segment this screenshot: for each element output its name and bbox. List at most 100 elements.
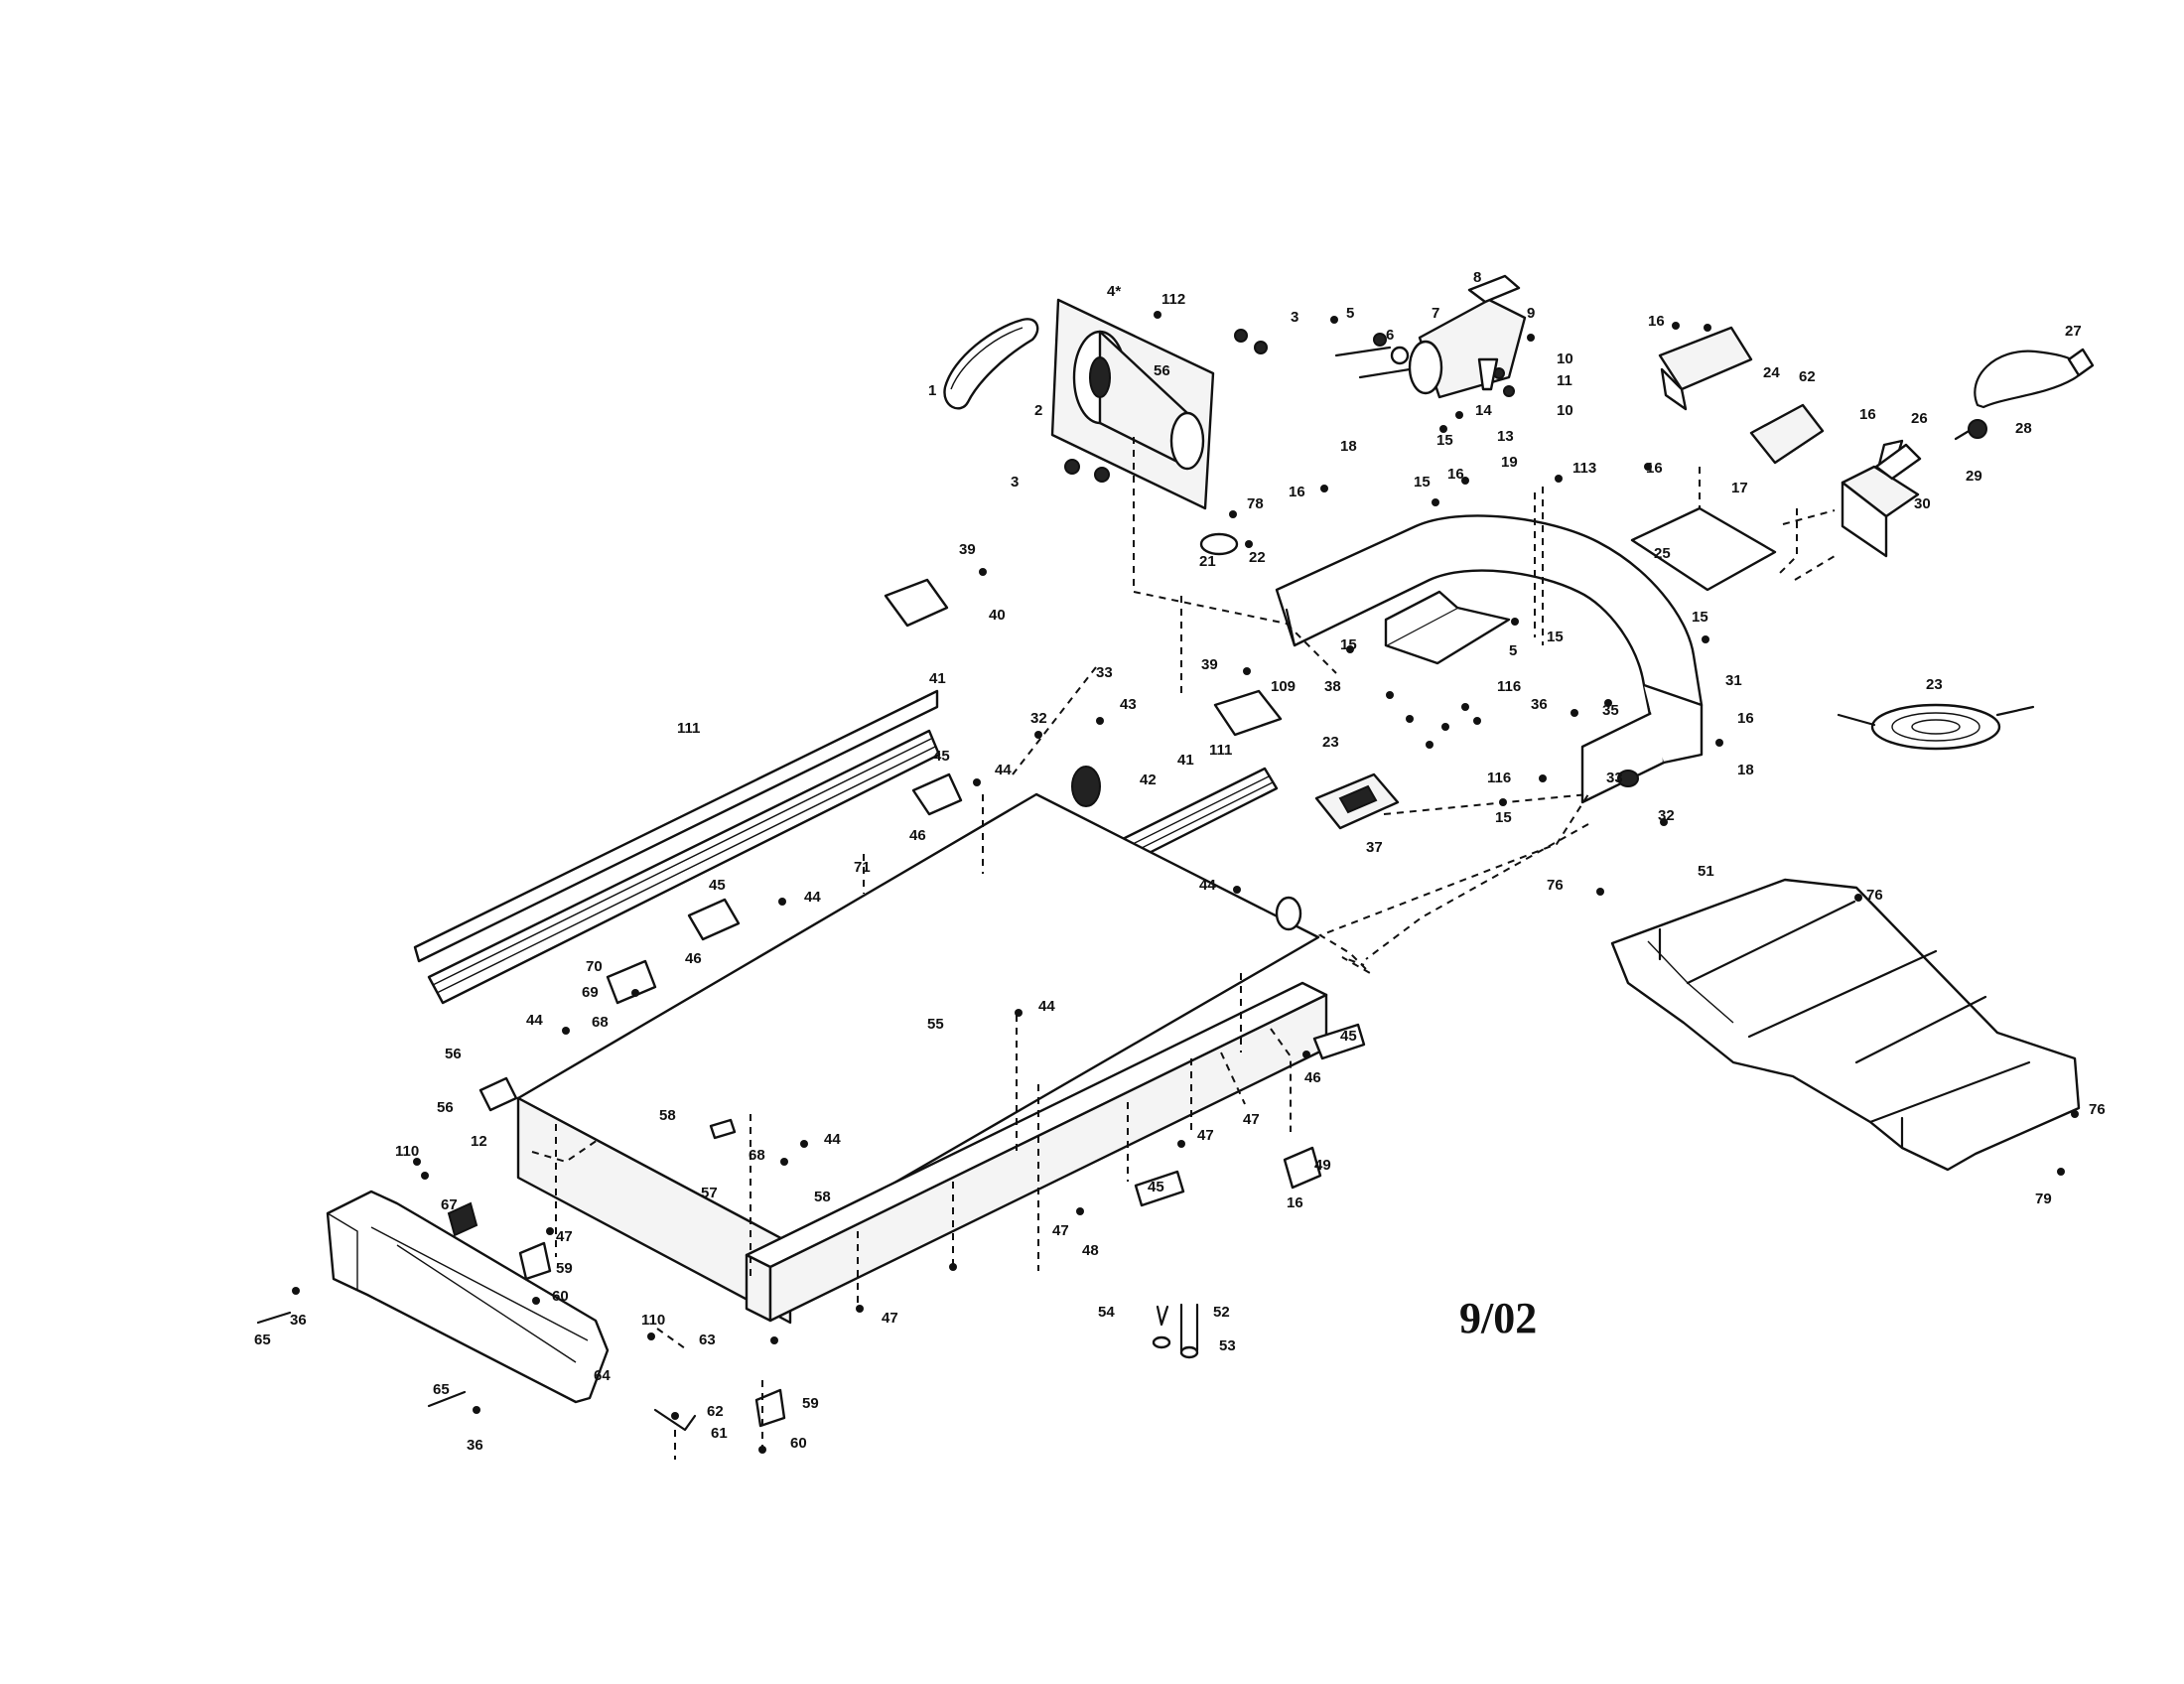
- callout-label: 47: [882, 1310, 898, 1327]
- callout-label: 44: [1038, 998, 1055, 1015]
- callout-35: 35: [1602, 702, 1619, 719]
- callout-16: 16: [1447, 466, 1464, 483]
- callout-label: 23: [1322, 734, 1339, 751]
- callout-40: 40: [989, 607, 1006, 624]
- callout-label: 76: [2089, 1101, 2106, 1118]
- callout-76: 76: [1866, 887, 1883, 904]
- callout-51: 51: [1698, 863, 1714, 880]
- callout-label: 18: [1340, 438, 1357, 455]
- callout-12: 12: [471, 1133, 487, 1150]
- callout-label: 19: [1501, 454, 1518, 471]
- callout-label: 26: [1911, 410, 1928, 427]
- callout-label: 110: [395, 1143, 419, 1160]
- callout-1: 1: [928, 382, 936, 399]
- callout-116: 116: [1487, 770, 1511, 786]
- callout-label: 35: [1602, 702, 1619, 719]
- callout-36: 36: [290, 1312, 307, 1329]
- callout-label: 116: [1497, 678, 1521, 695]
- callout-label: 56: [437, 1099, 454, 1116]
- callout-label: 18: [1737, 762, 1754, 778]
- callout-60: 60: [552, 1288, 569, 1305]
- callout-71: 71: [854, 859, 871, 876]
- callout-5: 5: [1509, 642, 1517, 659]
- callout-label: 15: [1436, 432, 1453, 449]
- power-cord: [1954, 348, 2095, 441]
- callout-15: 15: [1547, 629, 1564, 645]
- callout-label: 109: [1271, 678, 1296, 695]
- callout-label: 113: [1572, 460, 1596, 477]
- callout-label: 71: [854, 859, 871, 876]
- callout-3: 3: [1291, 309, 1298, 326]
- callout-49: 49: [1314, 1157, 1331, 1174]
- callout-63: 63: [699, 1332, 716, 1348]
- callout-label: 15: [1340, 636, 1357, 653]
- callout-label: 112: [1161, 291, 1185, 308]
- callout-label: 37: [1366, 839, 1383, 856]
- callout-label: 47: [1197, 1127, 1214, 1144]
- callout-52: 52: [1213, 1304, 1230, 1321]
- circuit-breaker-bracket: [1841, 439, 1922, 558]
- callout-label: 58: [814, 1189, 831, 1205]
- callout-label: 62: [707, 1403, 724, 1420]
- callout-45: 45: [1148, 1179, 1164, 1195]
- callout-label: 62: [1799, 368, 1816, 385]
- callout-110: 110: [641, 1312, 665, 1329]
- callout-22: 22: [1249, 549, 1266, 566]
- callout-37: 37: [1366, 839, 1383, 856]
- callout-15: 15: [1495, 809, 1512, 826]
- callout-label: 68: [592, 1014, 609, 1031]
- callout-label: 36: [290, 1312, 307, 1329]
- callout-label: 30: [1914, 495, 1931, 512]
- callout-10: 10: [1557, 351, 1573, 367]
- callout-label: 51: [1698, 863, 1714, 880]
- callout-16: 16: [1289, 484, 1305, 500]
- callout-label: 15: [1414, 474, 1431, 491]
- callout-label: 58: [659, 1107, 676, 1124]
- callout-47: 47: [1052, 1222, 1069, 1239]
- loose-hardware: [256, 1303, 1199, 1432]
- callout-36: 36: [467, 1437, 483, 1454]
- callout-39: 39: [1201, 656, 1218, 673]
- callout-label: 3: [1291, 309, 1298, 326]
- callout-label: 41: [1177, 752, 1194, 769]
- callout-15: 15: [1340, 636, 1357, 653]
- callout-31: 31: [1725, 672, 1742, 689]
- callout-label: 33: [1606, 770, 1623, 786]
- callout-23: 23: [1322, 734, 1339, 751]
- callout-label: 44: [995, 762, 1012, 778]
- callout-111: 111: [677, 720, 700, 737]
- callout-56: 56: [1154, 362, 1170, 379]
- callout-4*: 4*: [1107, 283, 1121, 300]
- callout-label: 29: [1966, 468, 1982, 485]
- callout-116: 116: [1497, 678, 1521, 695]
- callout-44: 44: [526, 1012, 543, 1029]
- callout-label: 65: [254, 1332, 271, 1348]
- callout-3: 3: [1011, 474, 1019, 491]
- wire-harness-connector: [1314, 772, 1400, 830]
- callout-label: 40: [989, 607, 1006, 624]
- callout-26: 26: [1911, 410, 1928, 427]
- callout-13: 13: [1497, 428, 1514, 445]
- callout-label: 16: [1859, 406, 1876, 423]
- callout-30: 30: [1914, 495, 1931, 512]
- callout-44: 44: [824, 1131, 841, 1148]
- callout-112: 112: [1161, 291, 1185, 308]
- callout-label: 28: [2015, 420, 2032, 437]
- callout-label: 36: [467, 1437, 483, 1454]
- callout-46: 46: [909, 827, 926, 844]
- callout-label: 61: [711, 1425, 728, 1442]
- callout-label: 33: [1096, 664, 1113, 681]
- callout-55: 55: [927, 1016, 944, 1033]
- callout-53: 53: [1219, 1337, 1236, 1354]
- callout-label: 1: [928, 382, 936, 399]
- callout-16: 16: [1287, 1194, 1303, 1211]
- callout-label: 78: [1247, 495, 1264, 512]
- callout-109: 109: [1271, 678, 1296, 695]
- callout-label: 57: [701, 1185, 718, 1201]
- callout-label: 64: [594, 1367, 611, 1384]
- callout-44: 44: [995, 762, 1012, 778]
- callout-47: 47: [1243, 1111, 1260, 1128]
- callout-59: 59: [556, 1260, 573, 1277]
- callout-5: 5: [1346, 305, 1354, 322]
- callout-78: 78: [1247, 495, 1264, 512]
